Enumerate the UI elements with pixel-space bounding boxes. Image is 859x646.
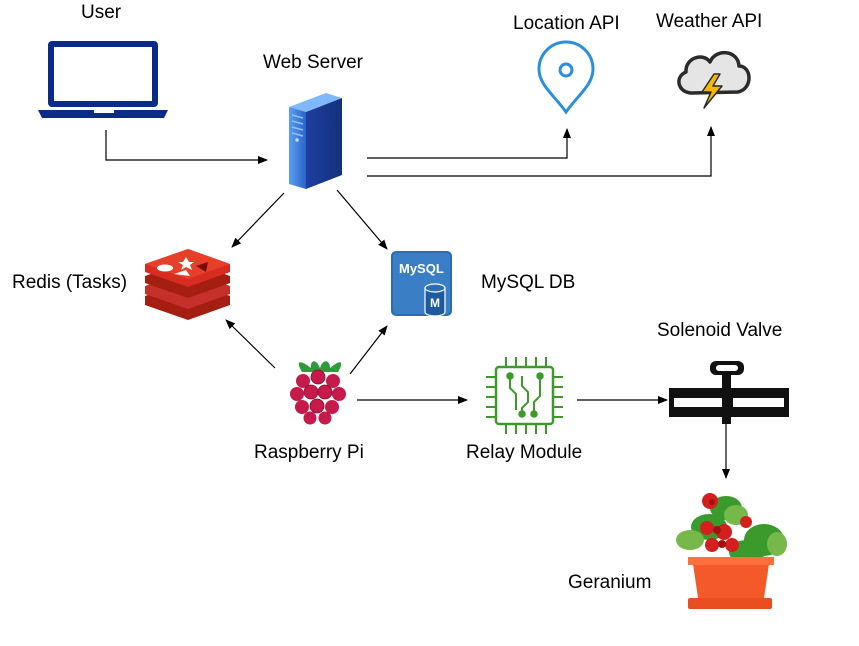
edge-web-server-to-weather-api bbox=[367, 126, 715, 177]
label-user: User bbox=[81, 2, 122, 23]
edge-raspberry-pi-to-redis bbox=[225, 319, 276, 369]
mysql-badge-text: M bbox=[430, 296, 440, 310]
mysql-logo-text: MySQL bbox=[399, 261, 444, 276]
connectors bbox=[105, 126, 730, 479]
label-mysql: MySQL DB bbox=[481, 272, 576, 293]
mysql-icon: MySQL M bbox=[391, 251, 452, 317]
edge-web-server-to-redis bbox=[231, 192, 285, 248]
laptop-icon bbox=[38, 41, 168, 118]
chip-icon bbox=[486, 357, 563, 434]
raspberry-pi-icon bbox=[290, 361, 346, 425]
potted-flower-icon bbox=[676, 493, 787, 609]
label-geranium: Geranium bbox=[568, 572, 652, 593]
label-web-server: Web Server bbox=[263, 52, 363, 73]
map-pin-icon bbox=[537, 40, 595, 115]
edge-web-server-to-location-api bbox=[367, 128, 571, 159]
storm-cloud-icon bbox=[677, 51, 751, 109]
server-icon bbox=[289, 93, 342, 189]
label-raspberry-pi: Raspberry Pi bbox=[254, 442, 364, 463]
edge-web-server-to-mysql bbox=[336, 189, 388, 250]
edge-user-to-web-server bbox=[105, 130, 268, 164]
label-location-api: Location API bbox=[513, 13, 620, 34]
label-solenoid-valve: Solenoid Valve bbox=[657, 320, 783, 341]
label-redis: Redis (Tasks) bbox=[12, 272, 128, 293]
label-weather-api: Weather API bbox=[656, 11, 763, 32]
label-relay-module: Relay Module bbox=[466, 442, 583, 463]
edge-raspberry-pi-to-mysql bbox=[349, 325, 388, 375]
valve-icon bbox=[669, 361, 789, 424]
redis-icon bbox=[145, 249, 230, 320]
